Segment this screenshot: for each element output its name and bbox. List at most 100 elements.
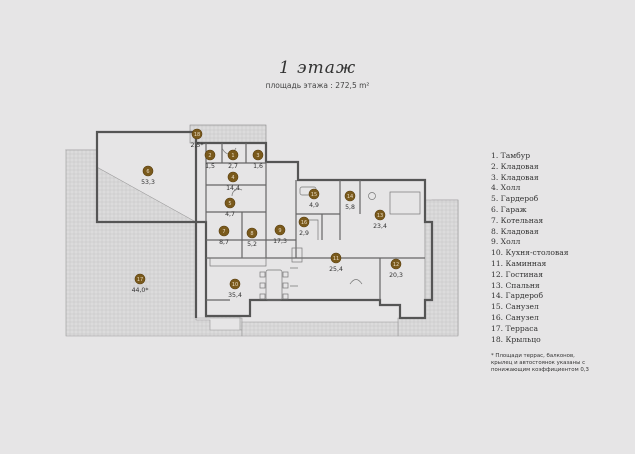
legend-item: 14. Гардероб [491, 291, 544, 301]
room-number-badge [330, 252, 342, 264]
room-marker-3: 31,6 [252, 149, 264, 170]
terrace-left [65, 149, 243, 337]
room-number-badge [227, 149, 239, 161]
room-number-badge [229, 278, 241, 290]
room-number-badge [134, 273, 146, 285]
legend-item: 3. Кладовая [491, 172, 539, 182]
room-area: 23,4 [373, 223, 387, 230]
room-number-badge [246, 227, 258, 239]
area-footnote: * Площади террас, балконов, крылец и авт… [491, 353, 611, 374]
legend-item: 10. Кухня-столовая [491, 248, 569, 258]
floor-title: 1 этаж [278, 58, 357, 78]
room-area: 8,7 [219, 239, 229, 246]
legend-item: 7. Котельная [491, 215, 544, 225]
legend-item: 4. Холл [491, 183, 521, 193]
legend-item: 9. Холл [491, 237, 521, 247]
room-marker-17: 17 44,0* [132, 273, 149, 294]
room-number: 13 [377, 213, 383, 219]
room-marker-18: 18 2,5* [191, 128, 204, 149]
room-marker-10: 10 35,4 [228, 278, 242, 299]
terrace-bottom [241, 321, 399, 337]
room-number-badge [224, 197, 236, 209]
kitchen-counter [209, 257, 267, 267]
room-area: 20,3 [389, 272, 403, 279]
room-area: 35,4 [228, 292, 242, 299]
legend-item: 13. Спальня [491, 280, 540, 290]
room-number: 16 [301, 220, 307, 226]
room-number-badge [390, 258, 402, 270]
room-number-badge [227, 171, 239, 183]
room-number: 2 [208, 153, 211, 159]
footnote-line: * Площади террас, балконов, [491, 353, 575, 359]
dining-table [265, 269, 283, 301]
room-marker-1: 12,7 [227, 149, 239, 170]
room-number: 1 [231, 153, 234, 159]
room-area: 14,4 [226, 185, 240, 192]
room-area: 25,4 [329, 266, 343, 273]
floor-area-subtitle: площадь этажа : 272,5 m² [265, 81, 370, 90]
legend-item: 12. Гостиная [491, 269, 543, 279]
room-area: 53,3 [141, 179, 155, 186]
legend-item: 6. Гараж [491, 204, 527, 214]
legend-item: 2. Кладовая [491, 161, 539, 171]
room-number: 9 [278, 228, 281, 234]
room-marker-6: 653,3 [141, 165, 155, 186]
room-marker-5: 54,7 [224, 197, 236, 218]
bed [389, 191, 421, 215]
room-number-badge [308, 188, 320, 200]
room-number: 11 [333, 256, 339, 262]
room-number-badge [218, 225, 230, 237]
legend-item: 5. Гардероб [491, 194, 539, 204]
room-number-badge [142, 165, 154, 177]
room-area: 2,9 [299, 230, 309, 237]
room-number-badge [374, 209, 386, 221]
room-number: 10 [232, 282, 238, 288]
room-number: 5 [228, 201, 231, 207]
room-marker-4: 414,4 [226, 171, 240, 192]
room-number: 6 [146, 169, 149, 175]
footnote-line: понижающим коэффициентом 0,3 [491, 367, 589, 373]
room-area: 1,6 [253, 163, 263, 170]
room-area: 2,5* [191, 142, 204, 149]
legend-item: 16. Санузел [491, 312, 539, 322]
legend-item: 1. Тамбур [491, 151, 531, 160]
room-area: 1,5 [205, 163, 215, 170]
legend-item: 11. Каминная [491, 258, 547, 268]
room-area: 2,7 [228, 163, 238, 170]
room-number-badge [191, 128, 203, 140]
room-number: 14 [347, 194, 353, 200]
room-marker-7: 78,7 [218, 225, 230, 246]
room-area: 44,0* [132, 287, 149, 294]
room-number: 12 [393, 262, 399, 268]
room-number: 18 [194, 132, 200, 138]
room-area: 4,9 [309, 202, 319, 209]
footnote-line: крылец и автостоянок указаны с [491, 360, 586, 366]
room-number: 7 [222, 229, 225, 235]
room-number: 8 [250, 231, 253, 237]
room-marker-16: 162,9 [298, 216, 310, 237]
room-number-badge [252, 149, 264, 161]
legend-item: 18. Крыльцо [491, 334, 541, 344]
room-marker-15: 154,9 [308, 188, 320, 209]
terrace-right [397, 199, 459, 337]
room-number-badge [204, 149, 216, 161]
room-marker-2: 21,5 [204, 149, 216, 170]
room-number-badge [274, 224, 286, 236]
legend-item: 17. Терраса [491, 323, 539, 333]
room-number-badge [344, 190, 356, 202]
room-area: 5,8 [345, 204, 355, 211]
room-number: 17 [137, 277, 143, 283]
room-number-badge [298, 216, 310, 228]
room-marker-13: 13 23,4 [373, 209, 387, 230]
room-marker-8: 85,2 [246, 227, 258, 248]
room-area: 4,7 [225, 211, 235, 218]
room-number: 3 [256, 153, 259, 159]
room-marker-14: 145,8 [344, 190, 356, 211]
room-area: 17,3 [273, 238, 287, 245]
legend-item: 8. Кладовая [491, 226, 539, 236]
legend-item: 15. Санузел [491, 302, 539, 312]
room-marker-9: 917,3 [273, 224, 287, 245]
room-marker-12: 12 20,3 [389, 258, 403, 279]
